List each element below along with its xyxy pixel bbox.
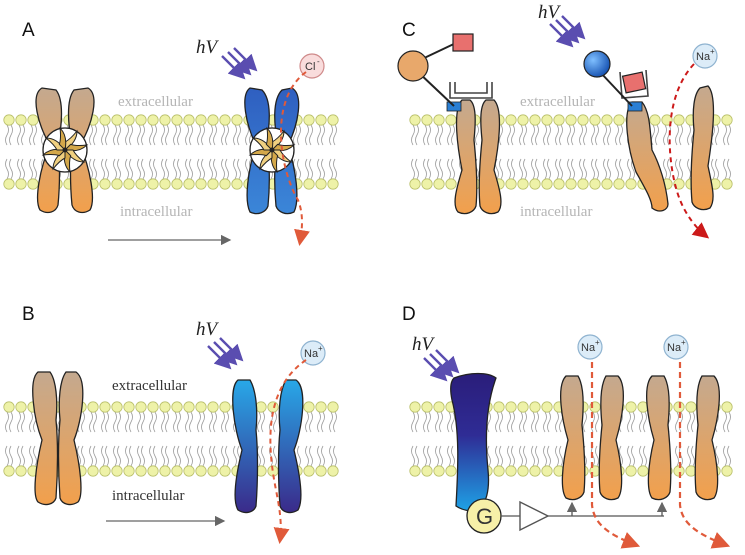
svg-text:+: + xyxy=(710,47,715,56)
extracellular-label-c: extracellular xyxy=(520,94,595,110)
ligand-channel-right-c xyxy=(478,99,502,215)
glutamate-ligand-open xyxy=(621,71,647,94)
sodium-flow-path-b xyxy=(269,359,307,544)
ligand-channel-left-c-active xyxy=(626,101,669,212)
channelrhodopsin-right-b xyxy=(57,371,84,506)
halorhodopsin-pinwheel-open xyxy=(248,126,296,174)
photon-arrows-a xyxy=(221,47,258,80)
sodium-ion-d-1: Na + xyxy=(577,334,603,360)
svg-text:Na: Na xyxy=(667,342,682,354)
channelrhodopsin-right-b-active xyxy=(277,379,304,514)
sodium-ion-b: Na + xyxy=(300,340,326,366)
photoswitch-cis-ball xyxy=(583,50,611,78)
photon-arrows-d xyxy=(423,349,460,382)
channelrhodopsin-left-b-active xyxy=(232,379,259,514)
channelrhodopsin-left-b xyxy=(32,371,59,506)
tether-line-closed xyxy=(417,71,455,107)
panel-letter-a: A xyxy=(22,20,35,41)
panel-letter-c: C xyxy=(402,20,416,41)
chloride-ion-label: Cl xyxy=(305,61,315,73)
photon-arrows-c xyxy=(549,15,586,48)
sodium-flow-path-c xyxy=(668,63,710,239)
svg-text:-: - xyxy=(317,57,320,66)
gated-channel-1-left xyxy=(560,375,586,501)
light-label-b: hV xyxy=(196,319,220,340)
panel-letter-b: B xyxy=(22,304,35,325)
tether-anchor-open xyxy=(627,101,643,112)
ligand-binding-clamp-closed xyxy=(449,82,493,99)
intracellular-label-b: intracellular xyxy=(112,488,184,504)
amplifier-triangle xyxy=(519,500,550,532)
panel-b: B extracellular intracellular hV Na + xyxy=(22,304,326,544)
panel-d: D hV G Na + Na + xyxy=(402,304,731,549)
gated-channel-2-left xyxy=(646,375,672,501)
opsin-gpcr xyxy=(450,372,497,512)
intracellular-label-a: intracellular xyxy=(120,204,192,220)
light-label-d: hV xyxy=(412,334,436,355)
svg-text:Na: Na xyxy=(304,348,319,360)
svg-text:+: + xyxy=(318,344,323,353)
g-protein-label: G xyxy=(476,504,493,529)
intracellular-label-c: intracellular xyxy=(520,204,592,220)
sodium-ion-c: Na + xyxy=(692,43,718,69)
ligand-channel-left-c xyxy=(454,99,478,215)
gated-channel-2-right xyxy=(694,375,720,501)
chloride-flow-path xyxy=(280,71,310,246)
sodium-flow-path-d-1 xyxy=(590,362,641,549)
light-label-a: hV xyxy=(196,37,220,58)
photoswitch-trans-ball xyxy=(397,50,429,82)
panel-c: C extracellular intracellular hV Na + xyxy=(397,2,718,239)
sodium-flow-path-d-2 xyxy=(678,362,731,549)
ligand-binding-clamp-open xyxy=(619,69,649,99)
membranes xyxy=(3,114,733,477)
extracellular-label-b: extracellular xyxy=(112,378,187,394)
halorhodopsin-pinwheel-closed xyxy=(41,126,89,174)
gated-channel-1-right xyxy=(598,375,624,501)
sodium-ion-d-2: Na + xyxy=(663,334,689,360)
svg-text:Na: Na xyxy=(581,342,596,354)
ligand-channel-right-c-active xyxy=(690,85,715,211)
glutamate-ligand-closed xyxy=(452,33,474,52)
tether-ligand-link-closed xyxy=(419,41,459,61)
light-label-c: hV xyxy=(538,2,562,23)
panel-a: A extracellular intracellular hV Cl xyxy=(22,20,325,246)
photon-arrows-b xyxy=(207,337,244,370)
tether-anchor-closed xyxy=(446,101,462,112)
extracellular-label-a: extracellular xyxy=(118,94,193,110)
svg-text:Na: Na xyxy=(696,51,711,63)
panel-letter-d: D xyxy=(402,304,416,325)
svg-text:+: + xyxy=(681,338,686,347)
svg-text:+: + xyxy=(595,338,600,347)
tether-line-open xyxy=(599,71,633,107)
